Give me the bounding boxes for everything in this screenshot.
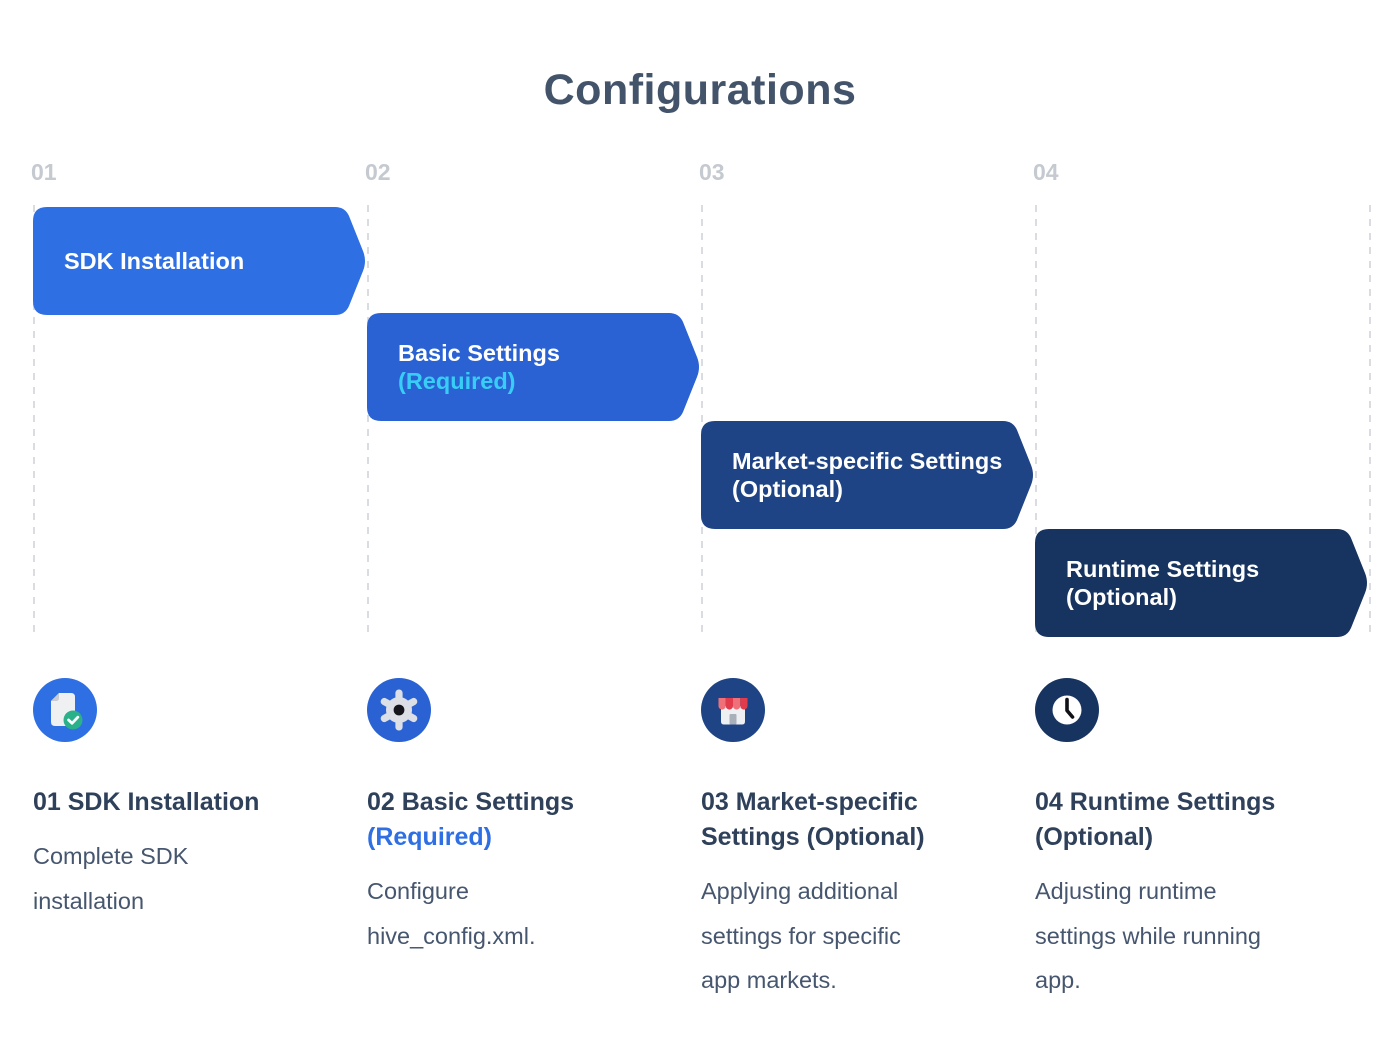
timeline-dashed-line [367,205,369,633]
timeline-dashed-line [1369,205,1371,633]
banner-step-1: SDK Installation [33,207,367,315]
banner-step-4: Runtime Settings (Optional) [1035,529,1369,637]
arrow-banner-shape [367,313,699,421]
banner-label: (Optional) [732,476,843,502]
banner-label: (Optional) [1066,584,1177,610]
gear-icon [367,678,431,742]
banner-label: SDK Installation [64,247,245,274]
banner-label-accent: (Required) [398,368,516,394]
step-column-3: 03 Market-specific Settings (Optional) A… [701,785,1023,1003]
step-heading: 04 Runtime Settings (Optional) [1035,788,1276,851]
timeline-dashed-line [701,205,703,633]
arrow-banner-shape [33,207,365,315]
step-heading: 03 Market-specific Settings (Optional) [701,788,925,851]
step-description: Applying additional settings for specifi… [701,878,901,993]
step-column-4: 04 Runtime Settings (Optional) Adjusting… [1035,785,1357,1003]
step-number-01: 01 [31,159,57,185]
step-heading-accent: (Required) [367,823,492,851]
banner-label: Basic Settings [398,339,560,366]
document-check-icon [33,678,97,742]
step-description: Complete SDK installation [33,843,189,914]
step-number-04: 04 [1033,159,1059,185]
timeline-dashed-line [1035,205,1037,633]
step-number-02: 02 [365,159,391,185]
step-column-2: 02 Basic Settings (Required) Configure h… [367,785,689,958]
page-title: Configurations [543,66,857,114]
step-heading: 01 SDK Installation [33,788,260,816]
step-heading: 02 Basic Settings (Required) [367,785,689,855]
clock-icon [1035,678,1099,742]
step-number-03: 03 [699,159,725,185]
step-description: Configure hive_config.xml. [367,878,536,949]
arrow-banner-shape [1035,529,1367,637]
step-column-1: 01 SDK Installation Complete SDK install… [33,785,355,923]
banner-step-3: Market-specific Settings (Optional) [701,421,1035,529]
timeline-dashed-line [33,205,35,633]
storefront-icon [701,678,765,742]
step-description: Adjusting runtime settings while running… [1035,878,1261,993]
arrow-banner-shape [701,421,1033,529]
banner-step-2: Basic Settings (Required) [367,313,701,421]
banner-label: Market-specific Settings [732,447,1003,474]
banner-label: Runtime Settings [1066,555,1260,582]
